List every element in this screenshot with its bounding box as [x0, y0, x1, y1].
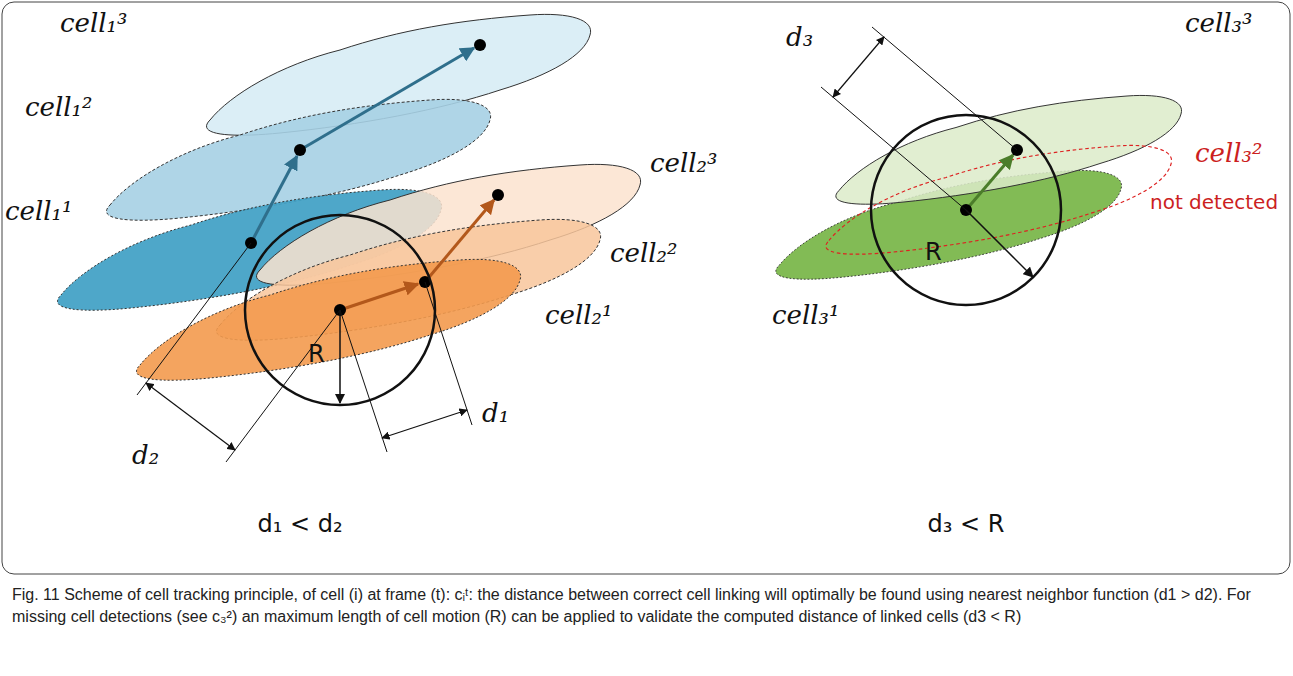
- cell-label: cell₂³: [650, 148, 717, 178]
- radius-label: R: [308, 340, 325, 368]
- distance-label: d₁: [482, 398, 509, 428]
- comparison-label: d₃ < R: [928, 510, 1005, 538]
- cell-label: cell₁¹: [5, 196, 72, 226]
- comparison-label: d₁ < d₂: [257, 510, 342, 538]
- cell-label: cell₃³: [1185, 8, 1252, 38]
- figure-caption: Fig. 11 Scheme of cell tracking principl…: [12, 584, 1282, 629]
- cell-label: cell₁²: [25, 92, 92, 122]
- distance-label: d₂: [132, 440, 159, 470]
- cell-label: cell₂¹: [545, 300, 612, 330]
- radius-label: R: [925, 238, 942, 266]
- status-note: not detected: [1150, 190, 1278, 214]
- cell-label: cell₃²: [1195, 138, 1262, 168]
- cell-label: cell₁³: [60, 8, 127, 38]
- distance-label: d₃: [786, 22, 813, 52]
- cell-label: cell₂²: [610, 238, 677, 268]
- cell-label: cell₃¹: [772, 300, 839, 330]
